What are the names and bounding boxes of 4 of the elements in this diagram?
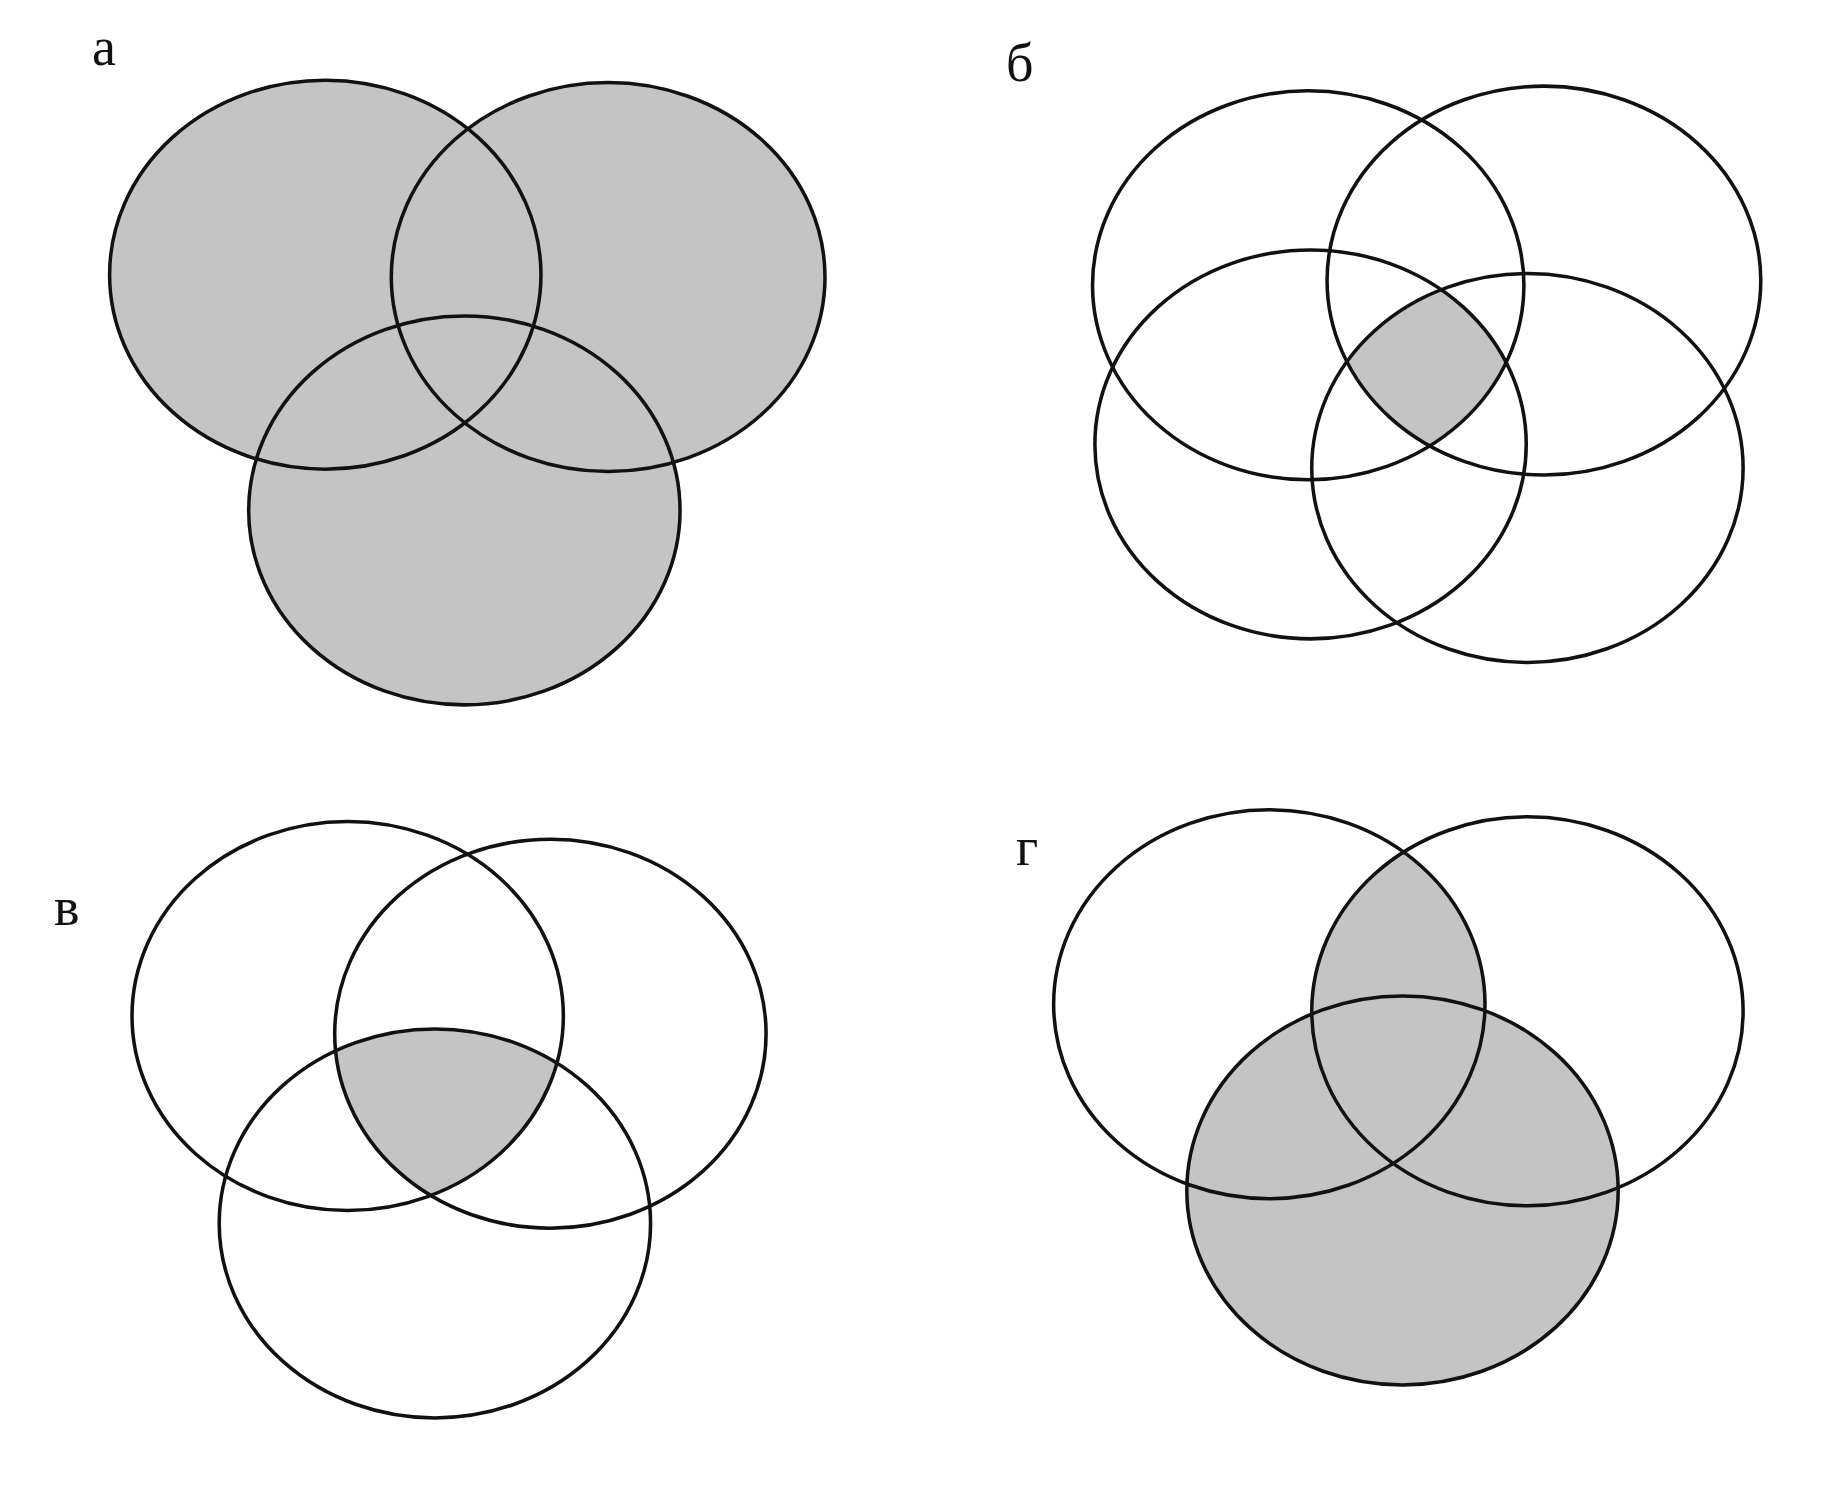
panel-label: б (1006, 36, 1034, 90)
panel-label: а (92, 20, 116, 74)
panel-label: г (1016, 820, 1039, 874)
panel-label: в (54, 880, 80, 934)
